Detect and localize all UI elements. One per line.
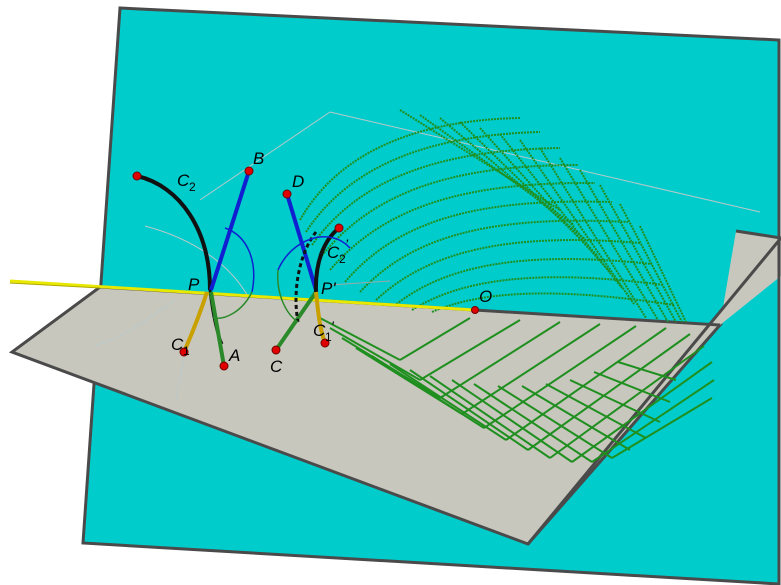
- angle-arc-pprime-lower: [277, 269, 299, 323]
- horizontal-plane-edge-right-down: [526, 237, 781, 545]
- label-c: C: [270, 357, 283, 376]
- point-c: [271, 345, 281, 355]
- label-d: D: [292, 172, 304, 191]
- label-c2-prime-sub: 2: [339, 252, 346, 266]
- label-c2-sub: 2: [189, 180, 196, 194]
- horizontal-plane-edge-right: [735, 229, 781, 240]
- points: [132, 166, 479, 371]
- point-c1-prime: [320, 338, 330, 348]
- point-o: [471, 306, 479, 314]
- segment-pa: [209, 291, 226, 367]
- point-b: [244, 166, 254, 176]
- label-c1-prime: C: [313, 321, 326, 340]
- angle-arc-p-lower: [212, 291, 253, 320]
- label-c1: C: [171, 335, 184, 354]
- label-a: A: [228, 346, 240, 365]
- label-b: B: [253, 149, 264, 168]
- label-c1-prime-sub: 1: [325, 330, 332, 344]
- label-o: O: [479, 287, 492, 306]
- point-d: [282, 189, 292, 199]
- arc-c2: [136, 174, 212, 291]
- sphere-surface-lower: [319, 317, 715, 463]
- point-c1: [179, 347, 189, 357]
- labels: B C 2 D C 2 ’ P P' O C 1 A C C 1 ': [171, 149, 492, 376]
- label-c1-prime-mark: ': [331, 318, 335, 334]
- intersection-line: [9, 279, 476, 312]
- intersection-line-outer: [9, 282, 101, 289]
- point-c2-prime-end: [334, 223, 344, 233]
- sphere-surface-upper: [299, 109, 687, 323]
- faint-ray: [329, 280, 391, 286]
- label-c2-prime-mark: ’: [345, 236, 349, 252]
- label-c2: C: [177, 171, 190, 190]
- label-c1-sub: 1: [183, 344, 190, 358]
- arc-c2-prime: [313, 226, 341, 293]
- segment-pd: [285, 193, 318, 291]
- point-a: [219, 361, 229, 371]
- angle-arc-pprime: [277, 236, 351, 271]
- point-c2-end: [132, 171, 142, 181]
- label-p: P: [188, 275, 200, 294]
- angle-arc-p: [224, 227, 255, 293]
- label-c2-prime: C: [327, 243, 340, 262]
- label-p-prime: P': [321, 279, 336, 298]
